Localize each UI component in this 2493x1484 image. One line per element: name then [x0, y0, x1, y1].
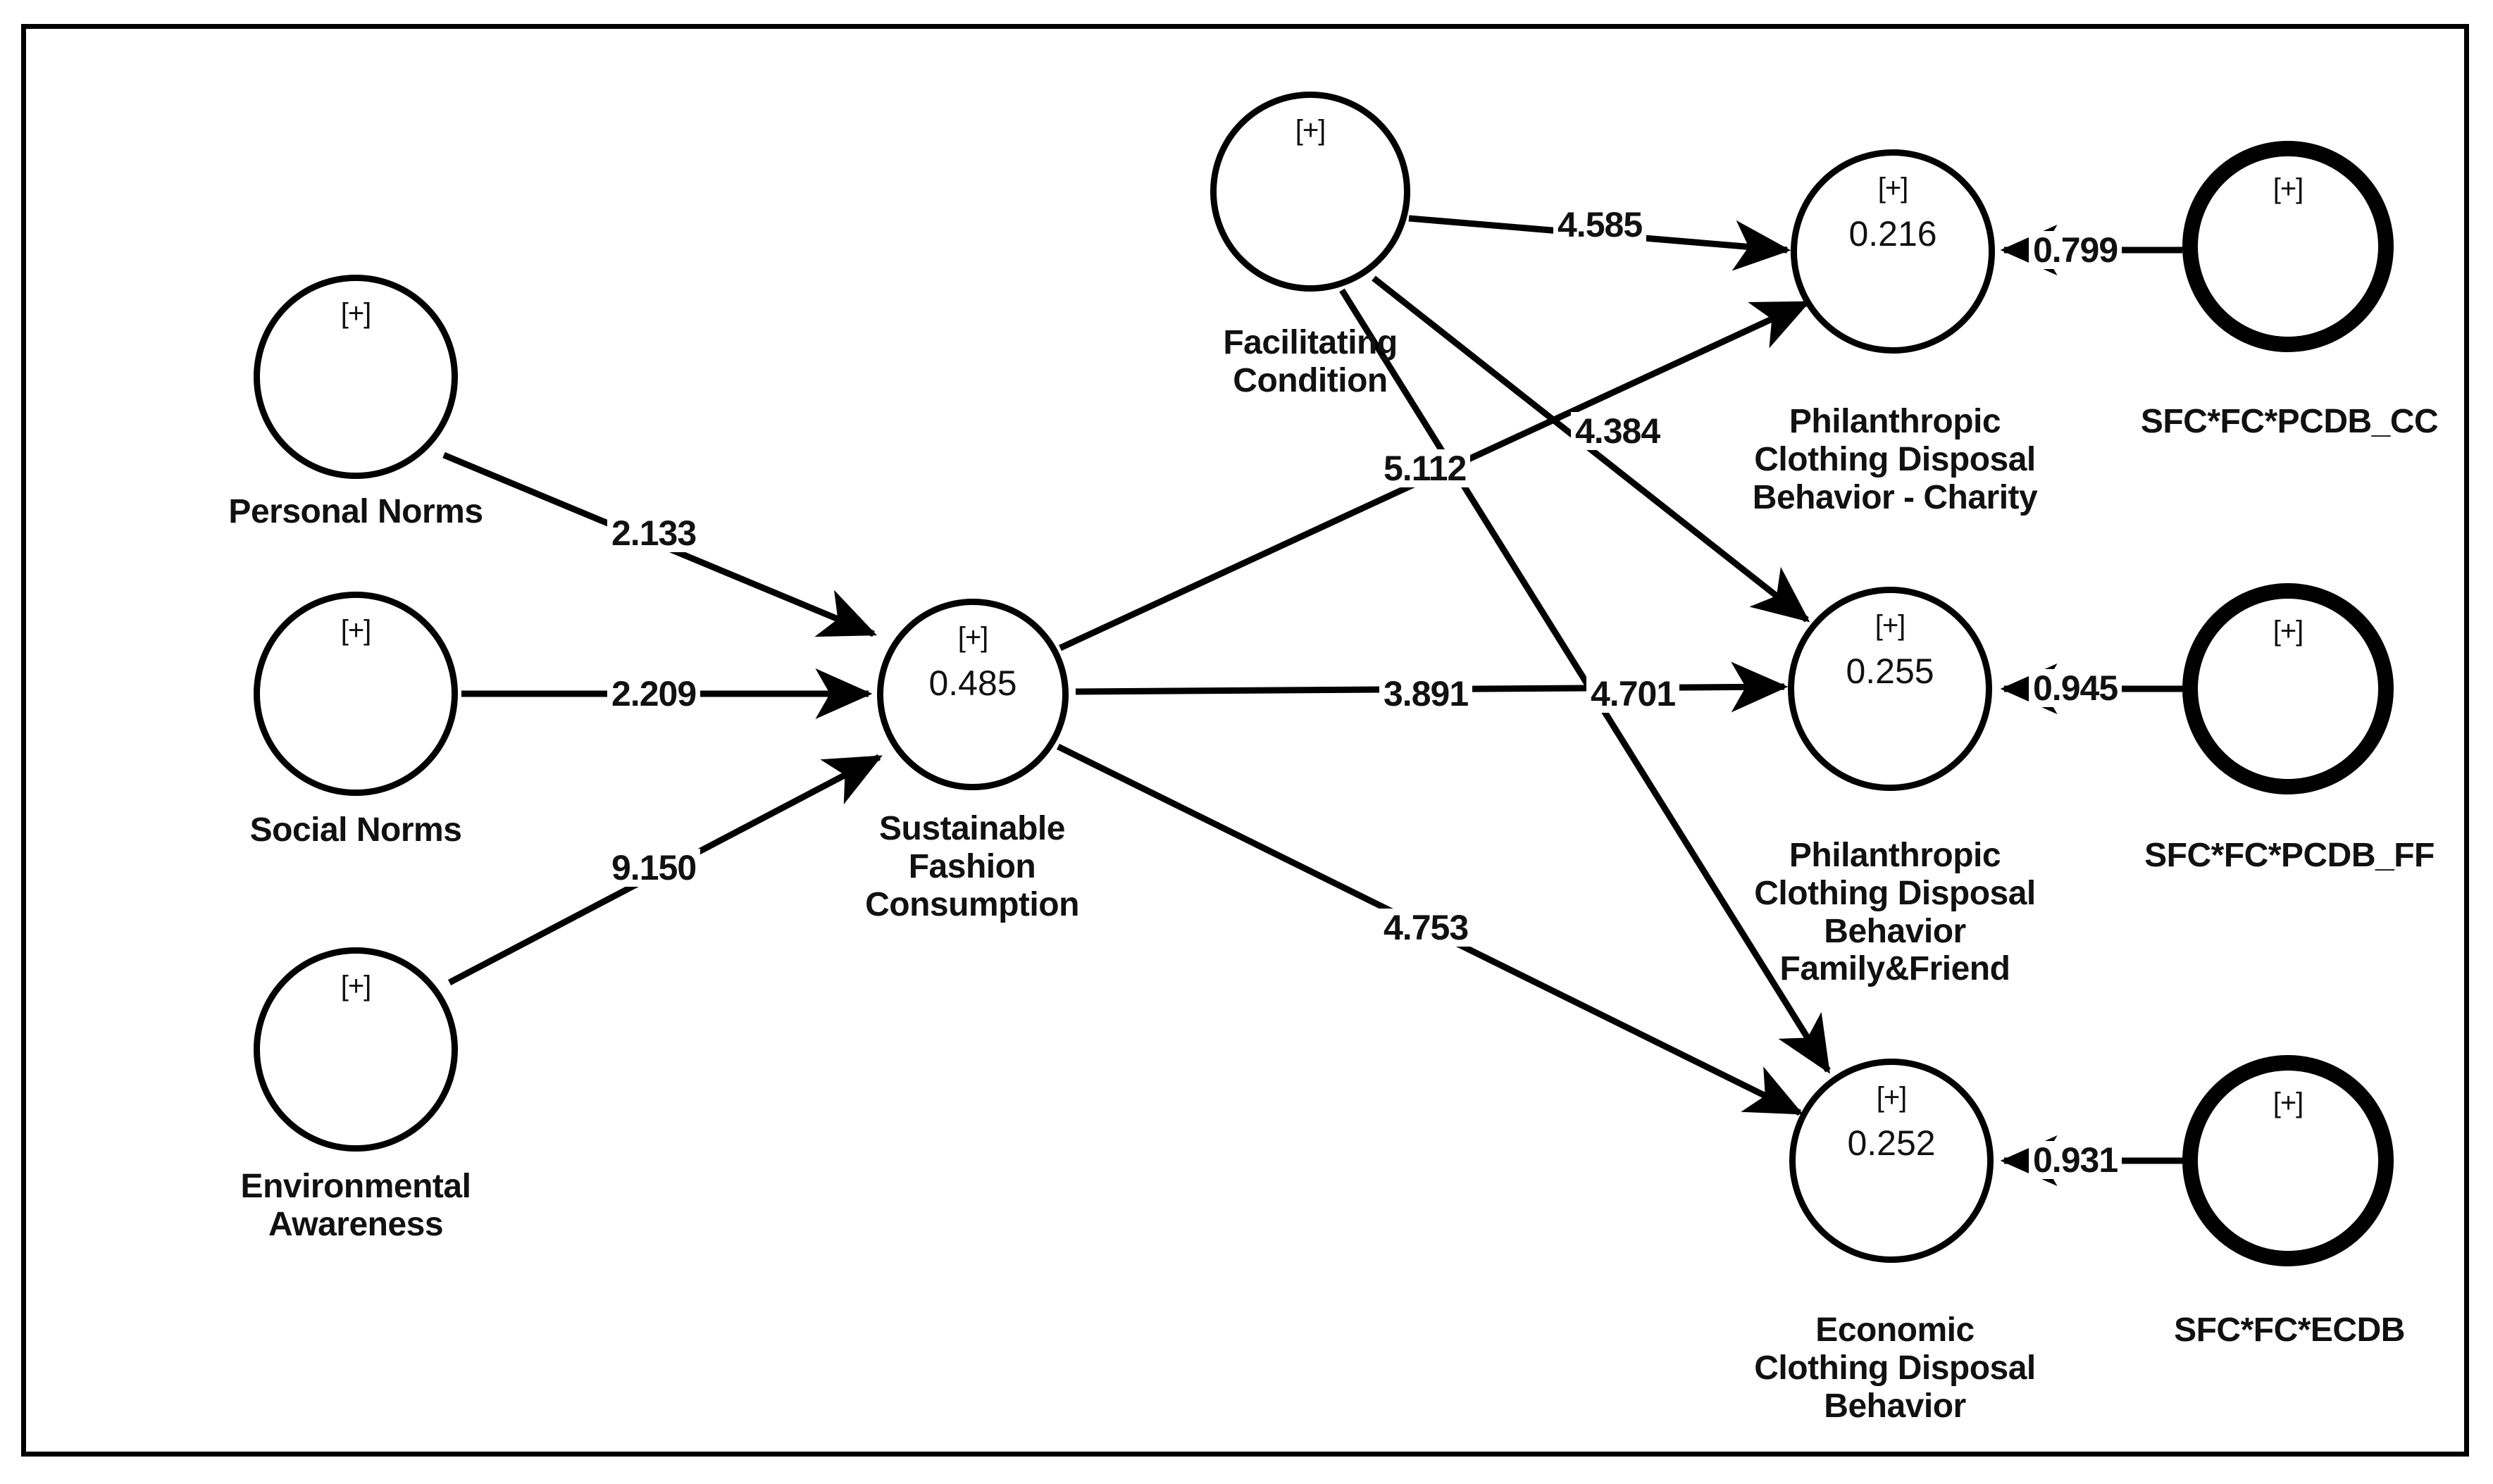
path-line-fc-ecdb	[1339, 288, 1831, 1074]
node-label-moderator-sfc-fc-ecdb: SFC*FC*ECDB	[2174, 1311, 2405, 1349]
node-value: 0.216	[1848, 214, 1937, 254]
node-label-sustainable-fashion-consumption: Sustainable Fashion Consumption	[865, 810, 1079, 923]
node-label-philanthropic-clothing-disposal-family-friend: Philanthropic Clothing Disposal Behavior…	[1754, 837, 2036, 988]
node-label-moderator-sfc-fc-pcdb-ff: SFC*FC*PCDB_FF	[2144, 837, 2435, 874]
node-moderator-sfc-fc-pcdb-cc[interactable]: [+]	[2182, 141, 2394, 352]
path-coefficient-ea-sfc: 9.150	[607, 849, 701, 887]
positive-sign-icon: [+]	[340, 298, 372, 329]
path-coefficient-mod-cc: 0.799	[2029, 231, 2122, 269]
positive-sign-icon: [+]	[2273, 1087, 2304, 1118]
positive-sign-icon: [+]	[2273, 173, 2304, 204]
positive-sign-icon: [+]	[340, 971, 372, 1002]
node-economic-clothing-disposal-behavior[interactable]: [+] 0.252	[1789, 1059, 1994, 1263]
positive-sign-icon: [+]	[340, 615, 372, 646]
node-facilitating-condition[interactable]: [+]	[1210, 92, 1410, 292]
node-moderator-sfc-fc-ecdb[interactable]: [+]	[2182, 1055, 2394, 1266]
diagram-frame-border	[21, 24, 2469, 1457]
node-value: 0.255	[1846, 651, 1934, 691]
path-coefficient-fc-cc: 4.585	[1553, 206, 1647, 244]
path-coefficient-sn-sfc: 2.209	[607, 675, 701, 713]
node-sustainable-fashion-consumption[interactable]: [+] 0.485	[877, 599, 1069, 790]
path-coefficient-sfc-cc: 5.112	[1379, 449, 1471, 487]
positive-sign-icon: [+]	[2273, 616, 2304, 647]
node-philanthropic-clothing-disposal-charity[interactable]: [+] 0.216	[1791, 149, 1995, 354]
node-label-social-norms: Social Norms	[249, 811, 462, 849]
node-personal-norms[interactable]: [+]	[254, 275, 458, 479]
positive-sign-icon: [+]	[1295, 115, 1326, 146]
node-value: 0.485	[928, 663, 1017, 703]
node-label-economic-clothing-disposal-behavior: Economic Clothing Disposal Behavior	[1754, 1311, 2036, 1425]
node-label-philanthropic-clothing-disposal-charity: Philanthropic Clothing Disposal Behavior…	[1752, 403, 2038, 516]
node-label-facilitating-condition: Facilitating Condition	[1223, 324, 1398, 399]
node-label-environmental-awareness: Environmental Awareness	[240, 1168, 471, 1243]
positive-sign-icon: [+]	[1875, 610, 1906, 641]
positive-sign-icon: [+]	[1877, 173, 1909, 204]
node-environmental-awareness[interactable]: [+]	[254, 947, 458, 1152]
node-moderator-sfc-fc-pcdb-ff[interactable]: [+]	[2182, 583, 2394, 794]
positive-sign-icon: [+]	[1876, 1082, 1908, 1113]
positive-sign-icon: [+]	[957, 622, 989, 653]
path-coefficient-mod-ff: 0.945	[2029, 669, 2122, 707]
path-coefficient-fc-ff: 4.384	[1571, 412, 1665, 450]
path-coefficient-mod-ecdb: 0.931	[2029, 1141, 2122, 1179]
node-philanthropic-clothing-disposal-family-friend[interactable]: [+] 0.255	[1788, 587, 1992, 791]
path-coefficient-pn-sfc: 2.133	[607, 514, 701, 552]
path-coefficient-fc-ecdb: 4.701	[1586, 675, 1680, 713]
node-social-norms[interactable]: [+]	[254, 592, 458, 796]
node-value: 0.252	[1847, 1123, 1936, 1163]
path-coefficient-sfc-ff: 3.891	[1379, 675, 1473, 713]
node-label-personal-norms: Personal Norms	[228, 493, 483, 530]
path-coefficient-sfc-ecdb: 4.753	[1379, 909, 1473, 947]
node-label-moderator-sfc-fc-pcdb-cc: SFC*FC*PCDB_CC	[2140, 403, 2439, 440]
